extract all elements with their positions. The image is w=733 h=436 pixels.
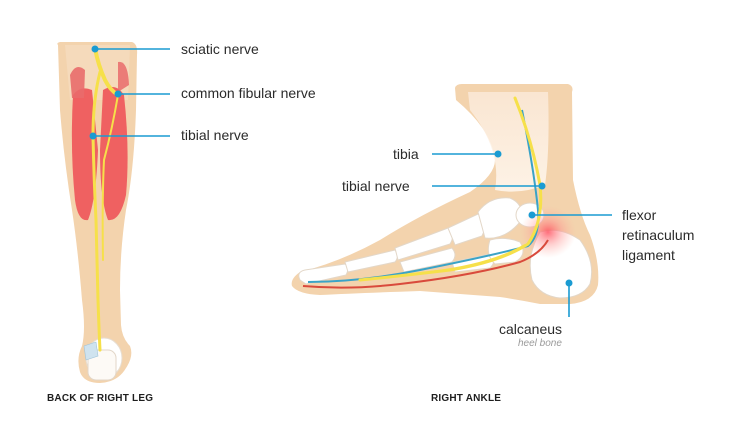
label-tibial-nerve-leg: tibial nerve <box>181 127 249 143</box>
leg-illustration <box>57 42 138 383</box>
label-sciatic-nerve: sciatic nerve <box>181 41 259 57</box>
label-tibial-nerve-ankle: tibial nerve <box>342 178 410 194</box>
caption-right-ankle: RIGHT ANKLE <box>431 393 502 404</box>
ankle-illustration <box>291 84 599 304</box>
label-retinaculum: retinaculum <box>622 227 695 243</box>
label-ligament: ligament <box>622 247 675 263</box>
fibular-branch-path <box>101 94 119 261</box>
nerve-branch-path <box>429 244 526 273</box>
shin-highlight <box>468 92 549 192</box>
ligament-glow <box>520 206 576 258</box>
label-common-fibular-nerve: common fibular nerve <box>181 85 316 101</box>
label-heel-bone: heel bone <box>518 338 562 349</box>
caption-back-of-right-leg: BACK OF RIGHT LEG <box>47 393 154 404</box>
thigh-muscle-top <box>70 66 85 98</box>
leader-lines <box>89 45 612 317</box>
artery-path <box>302 239 549 289</box>
heel-bone <box>87 349 117 381</box>
tibial-nerve-ankle-path <box>358 96 543 282</box>
label-flexor: flexor <box>622 207 657 223</box>
thigh-muscle-top-right <box>118 61 129 92</box>
label-tibia: tibia <box>393 146 419 162</box>
ankle-ligament <box>83 341 99 361</box>
foot-bones <box>298 197 545 285</box>
label-calcaneus: calcaneus <box>499 321 563 337</box>
sciatic-nerve-path <box>93 46 120 97</box>
tibial-nerve-leg-path <box>91 70 102 352</box>
hamstring-right <box>100 86 128 221</box>
hamstring-left <box>71 88 98 221</box>
